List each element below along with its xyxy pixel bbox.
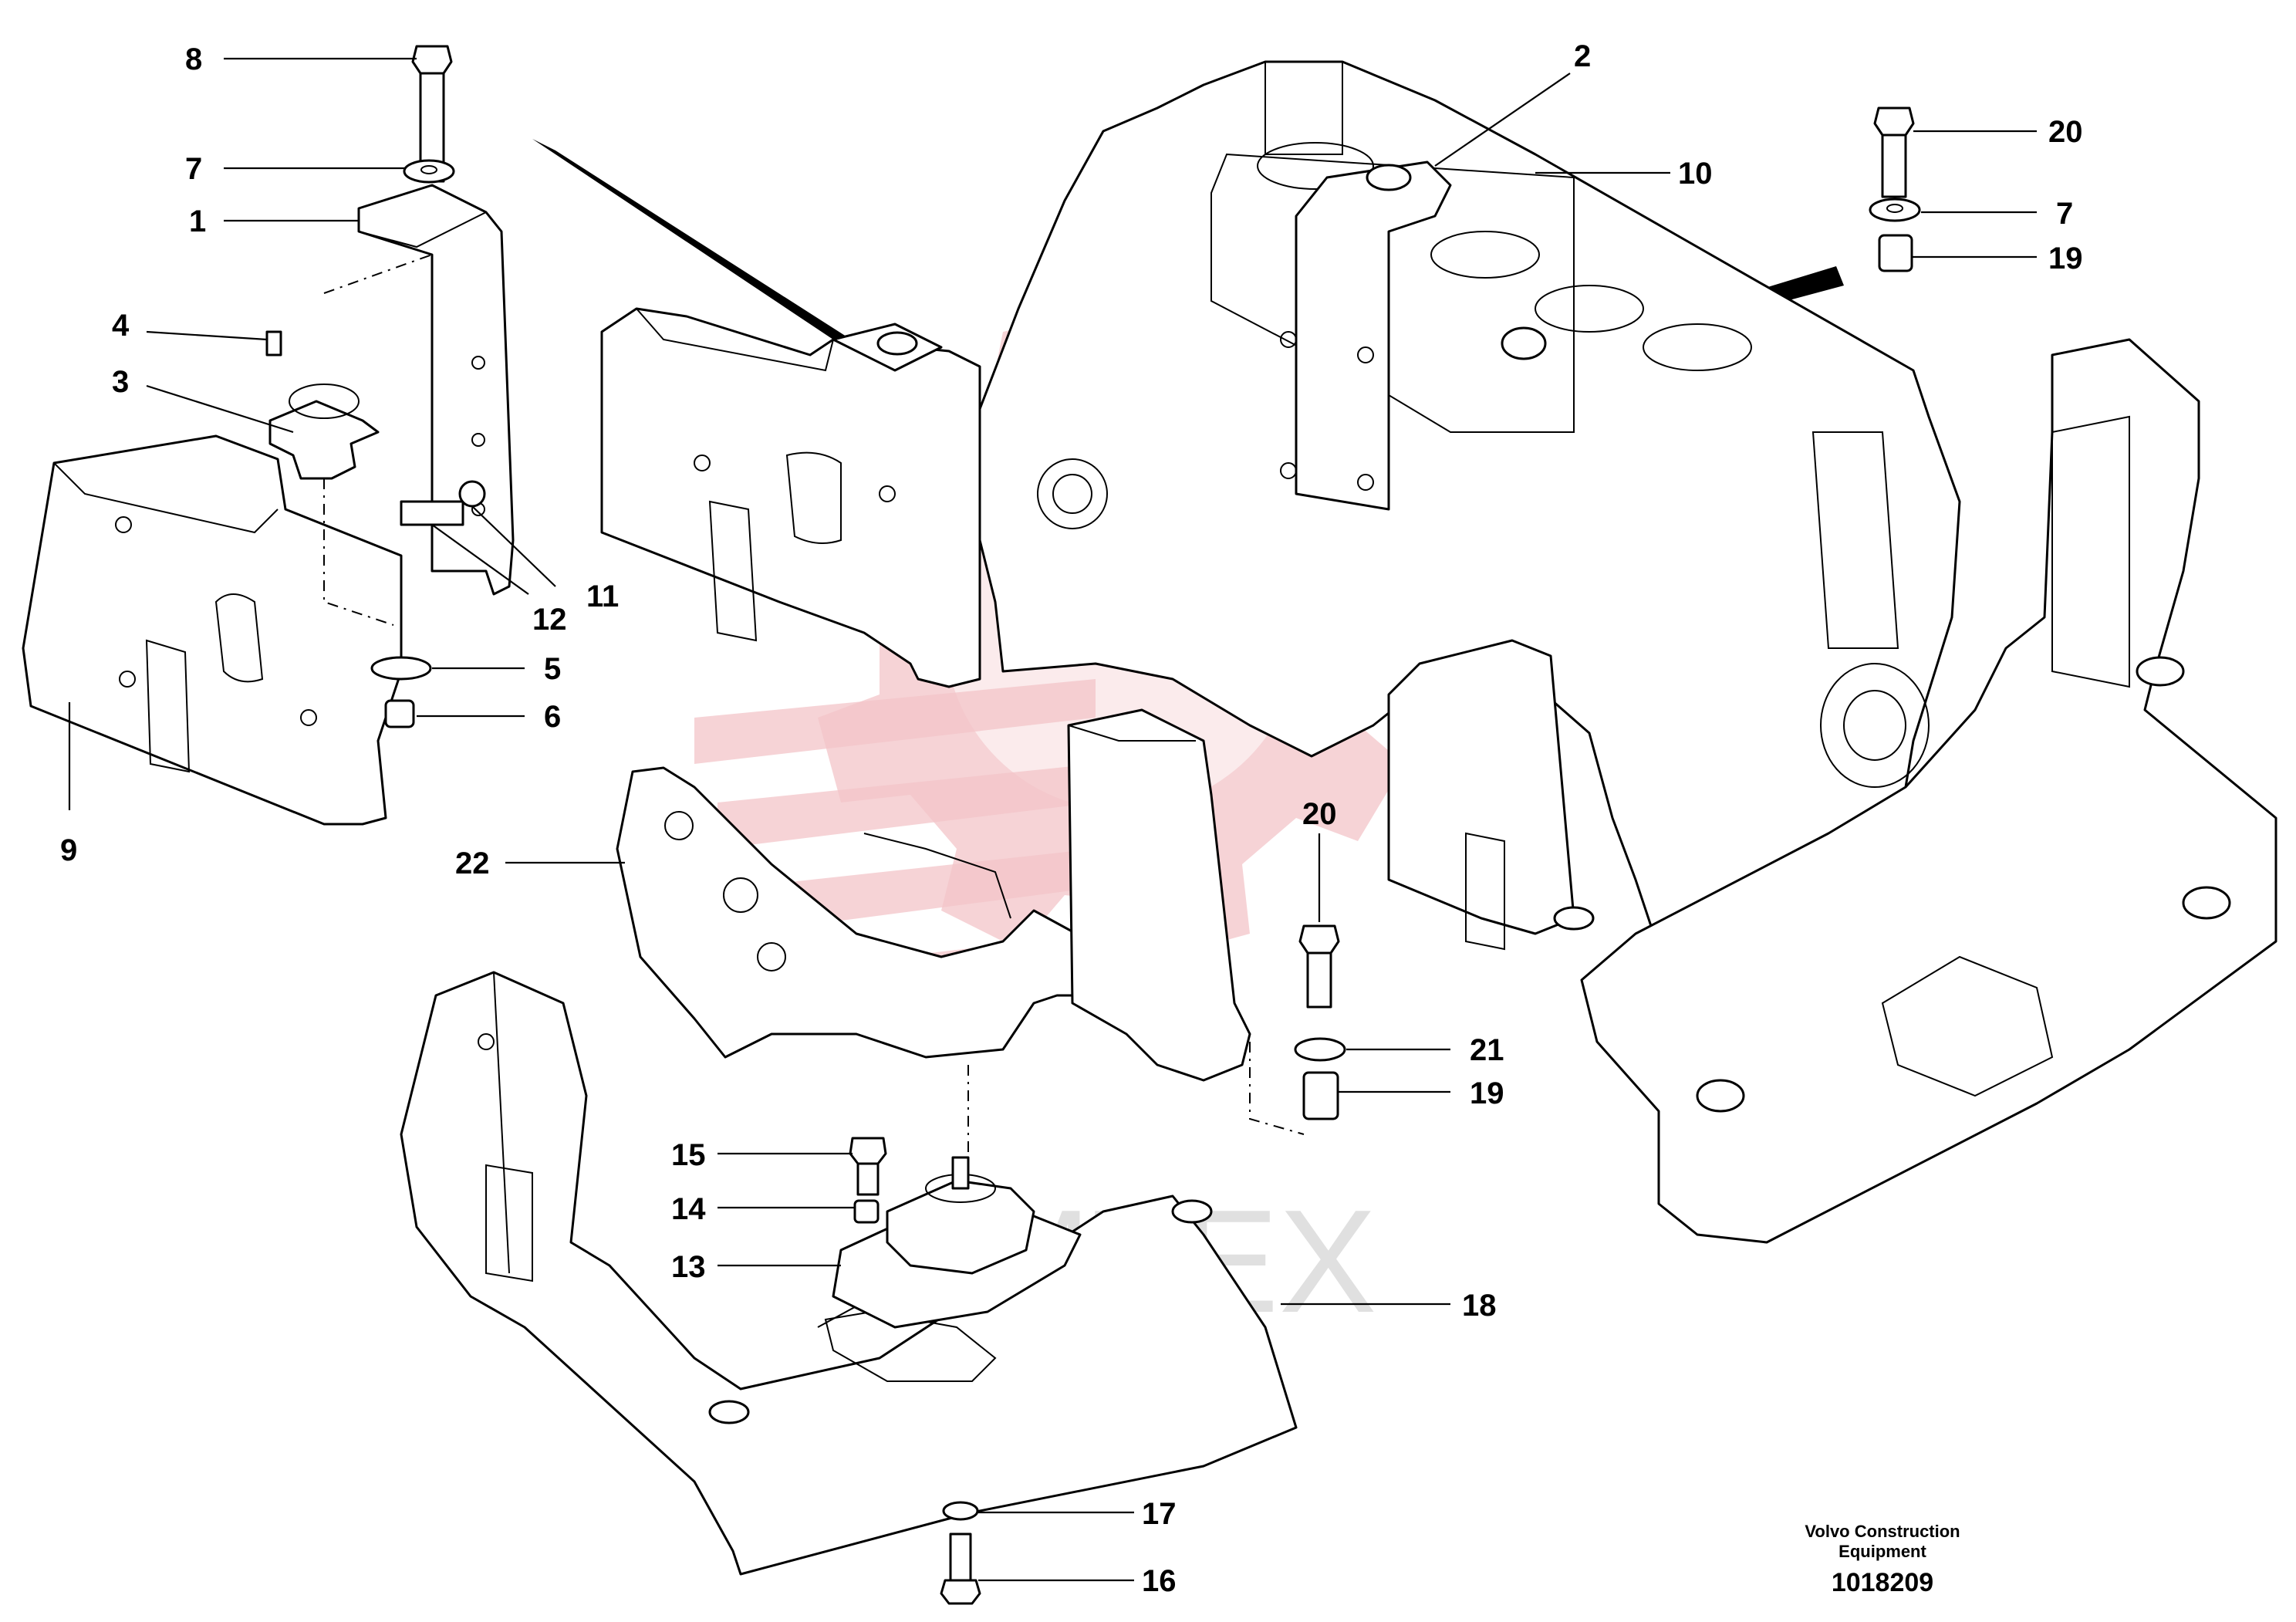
callout-2: 2 (1574, 39, 1591, 73)
nut-6 (384, 699, 415, 728)
callout-22: 22 (455, 846, 490, 880)
callout-10: 10 (1678, 157, 1713, 191)
callout-6: 6 (544, 700, 561, 734)
callout-8: 8 (185, 42, 202, 76)
callout-21: 21 (1470, 1033, 1504, 1067)
bolt-8-head (411, 45, 453, 75)
footer-drawing-number: 1018209 (1832, 1568, 1933, 1597)
right-rear-stand (1580, 338, 2277, 1244)
callout-3: 3 (112, 365, 129, 399)
callout-16: 16 (1142, 1564, 1177, 1598)
callout-5: 5 (544, 652, 561, 686)
callout-18: 18 (1462, 1289, 1497, 1323)
lower-frame-18 (400, 971, 1298, 1576)
callout-4: 4 (112, 309, 130, 343)
pointer-wedge-left (532, 139, 887, 370)
callout-19-right: 19 (2048, 242, 2083, 275)
callout-12: 12 (532, 603, 567, 637)
callout-9: 9 (60, 833, 77, 867)
callout-7-right: 7 (2056, 197, 2073, 231)
footer-company-line1: Volvo Construction (1805, 1522, 1960, 1541)
callout-labels: 8 7 1 4 3 5 6 11 12 9 2 10 20 7 19 20 21… (60, 39, 2083, 1598)
washer-11 (458, 480, 486, 508)
lower-loose-parts (849, 1065, 981, 1605)
front-support-bracket (600, 307, 981, 688)
right-front-bracket (1387, 639, 1595, 951)
callout-11: 11 (586, 580, 619, 613)
center-stand (1067, 708, 1251, 1082)
callout-20-right: 20 (2048, 115, 2083, 149)
callout-7-left: 7 (185, 152, 202, 186)
left-loose-parts (265, 45, 486, 728)
engine-mount-13 (832, 1156, 1082, 1329)
leader-lines (68, 57, 2037, 1582)
screw-4 (265, 330, 282, 357)
side-bracket-9 (22, 434, 403, 826)
bolt-12 (400, 500, 464, 526)
drawing-footer: Volvo Construction Equipment 1018209 (1805, 1522, 1960, 1597)
callout-20-center: 20 (1302, 797, 1337, 831)
callout-14: 14 (671, 1192, 706, 1226)
bracket-2 (1295, 161, 1452, 511)
engine-block (971, 60, 1961, 951)
footer-company-line2: Equipment (1838, 1542, 1926, 1561)
callout-19-center: 19 (1470, 1076, 1504, 1110)
washer-7-left (403, 159, 455, 184)
bracket-1 (357, 184, 515, 596)
callout-1: 1 (189, 204, 206, 238)
rubber-mount-3 (268, 400, 380, 480)
washer-5 (370, 656, 432, 681)
callout-13: 13 (671, 1250, 706, 1284)
right-loose-parts (1249, 106, 1921, 1135)
callout-17: 17 (1142, 1497, 1177, 1531)
callout-15: 15 (671, 1138, 706, 1172)
